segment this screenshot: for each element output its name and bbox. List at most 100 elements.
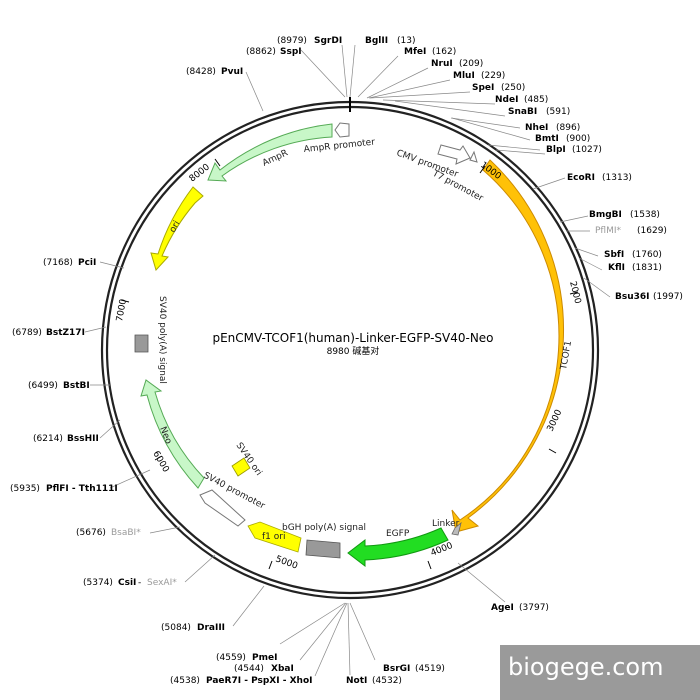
site-nrui: NruI [431, 59, 453, 69]
feature-tcof1 [451, 159, 564, 533]
site-draiii: DraIII [197, 623, 225, 633]
plasmid-length: 8980 碱基对 [327, 345, 380, 357]
site-noti: NotI [346, 676, 367, 686]
site-bstz17i-pos: (6789) [12, 328, 42, 338]
tick-label-5000: 5000 [274, 554, 299, 571]
feature-label-bgh: bGH poly(A) signal [282, 523, 366, 533]
site-agei-pos: (3797) [519, 603, 549, 613]
tick-label-2000: 2000 [567, 280, 582, 305]
site-bmti: BmtI [535, 134, 559, 144]
site-bsabi: BsaBI* [111, 528, 141, 538]
site-ndei-pos: (485) [524, 95, 548, 105]
site-bsshii: BssHII [67, 434, 99, 444]
feature-sv40-polya [134, 334, 149, 353]
site-bstbi-pos: (6499) [28, 381, 58, 391]
site-sbfi: SbfI [604, 250, 624, 260]
feature-label-linker: Linker [432, 519, 460, 529]
tick-2000 [569, 291, 579, 295]
tick-4000 [427, 560, 432, 570]
site-pvui-pos: (8428) [186, 67, 216, 77]
site-sbfi-pos: (1760) [632, 250, 662, 260]
site-bsshii-pos: (6214) [33, 434, 63, 444]
feature-label-egfp: EGFP [386, 529, 410, 539]
feature-label-f1ori: f1 ori [262, 532, 285, 542]
feature-linker [451, 521, 462, 536]
site-snabi-pos: (591) [546, 107, 570, 117]
site-csii-pos: (5374) [83, 578, 113, 588]
site-xhoi: PaeR7I - PspXI - XhoI [206, 676, 312, 686]
site-sgrdi-pos: (8979) [277, 36, 307, 46]
site-bsu36i-pos: (1997) [653, 292, 683, 302]
site-kfli-pos: (1831) [632, 263, 662, 273]
site-blpi-pos: (1027) [572, 145, 602, 155]
site-csii: CsiI [118, 578, 136, 588]
site-pcii-pos: (7168) [43, 258, 73, 268]
feature-neo [140, 379, 205, 489]
site-noti-pos: (4532) [372, 676, 402, 686]
site-tth111i: PflFI - Tth111I [46, 484, 118, 494]
site-sspi-pos: (8862) [246, 47, 276, 57]
feature-f1-ori [247, 521, 302, 553]
site-pmei-pos: (4559) [216, 653, 246, 663]
tick-8000 [214, 158, 221, 167]
feature-sv40-promoter [199, 489, 246, 527]
site-bsabi-pos: (5676) [76, 528, 106, 538]
site-mfei-pos: (162) [432, 47, 456, 57]
site-kfli: KflI [608, 263, 625, 273]
tick-7000 [120, 299, 130, 303]
site-sexai: SexAI* [147, 578, 177, 588]
site-sspi: SspI [280, 47, 302, 57]
tick-3000 [548, 448, 557, 454]
feature-bgh-polya [305, 539, 341, 559]
site-pvui: PvuI [221, 67, 243, 77]
site-draiii-pos: (5084) [161, 623, 191, 633]
watermark-box [500, 645, 700, 700]
site-pflmi: PflMI* [595, 226, 622, 236]
site-ecori-pos: (1313) [602, 173, 632, 183]
feature-t7-promoter [469, 150, 478, 163]
site-bsrgi: BsrGI [383, 664, 410, 674]
site-snabi: SnaBI [508, 107, 537, 117]
site-nhei: NheI [525, 123, 548, 133]
site-agei: AgeI [491, 603, 514, 613]
site-bsrgi-pos: (4519) [415, 664, 445, 674]
site-ecori: EcoRI [567, 173, 595, 183]
site-bstz17i: BstZ17I [46, 328, 85, 338]
site-xhoi-pos: (4538) [170, 676, 200, 686]
tick-6000 [154, 455, 163, 461]
site-sgrdi: SgrDI [314, 36, 342, 46]
site-bmgbi: BmgBI [589, 210, 622, 220]
feature-ori [150, 186, 204, 271]
feature-ampr [207, 123, 333, 182]
feature-label-sv40polya: SV40 poly(A) signal [157, 296, 167, 384]
feature-egfp [347, 527, 449, 568]
tick-label-7000: 7000 [115, 298, 129, 323]
site-spei-pos: (250) [501, 83, 525, 93]
site-bmgbi-pos: (1538) [630, 210, 660, 220]
plasmid-title: pEnCMV-TCOF1(human)-Linker-EGFP-SV40-Neo [212, 331, 493, 345]
tick-1000 [479, 165, 486, 174]
site-leader-lines [84, 44, 611, 677]
restriction-sites: SgrDI (8979) (8862) SspI BglII (13) MfeI… [10, 36, 683, 686]
feature-cmv-promoter [437, 144, 471, 165]
site-bsu36i: Bsu36I [615, 292, 650, 302]
site-xbai: XbaI [271, 664, 294, 674]
site-bglii-pos: (13) [397, 36, 415, 46]
site-ndei: NdeI [495, 95, 518, 105]
site-csii-sep: - [138, 578, 141, 588]
site-mfei: MfeI [404, 47, 426, 57]
site-nrui-pos: (209) [459, 59, 483, 69]
site-mlui-pos: (229) [481, 71, 505, 81]
site-pflmi-pos: (1629) [637, 226, 667, 236]
watermark-text: biogege.com [508, 653, 663, 681]
site-mlui: MluI [453, 71, 475, 81]
site-xbai-pos: (4544) [234, 664, 264, 674]
site-bmti-pos: (900) [566, 134, 590, 144]
feature-ampr-promoter [334, 122, 350, 138]
site-spei: SpeI [472, 83, 494, 93]
scale-ticks: 1000 2000 3000 4000 5000 6000 7000 8000 [115, 158, 582, 572]
site-nhei-pos: (896) [556, 123, 580, 133]
site-pcii: PciI [78, 258, 96, 268]
